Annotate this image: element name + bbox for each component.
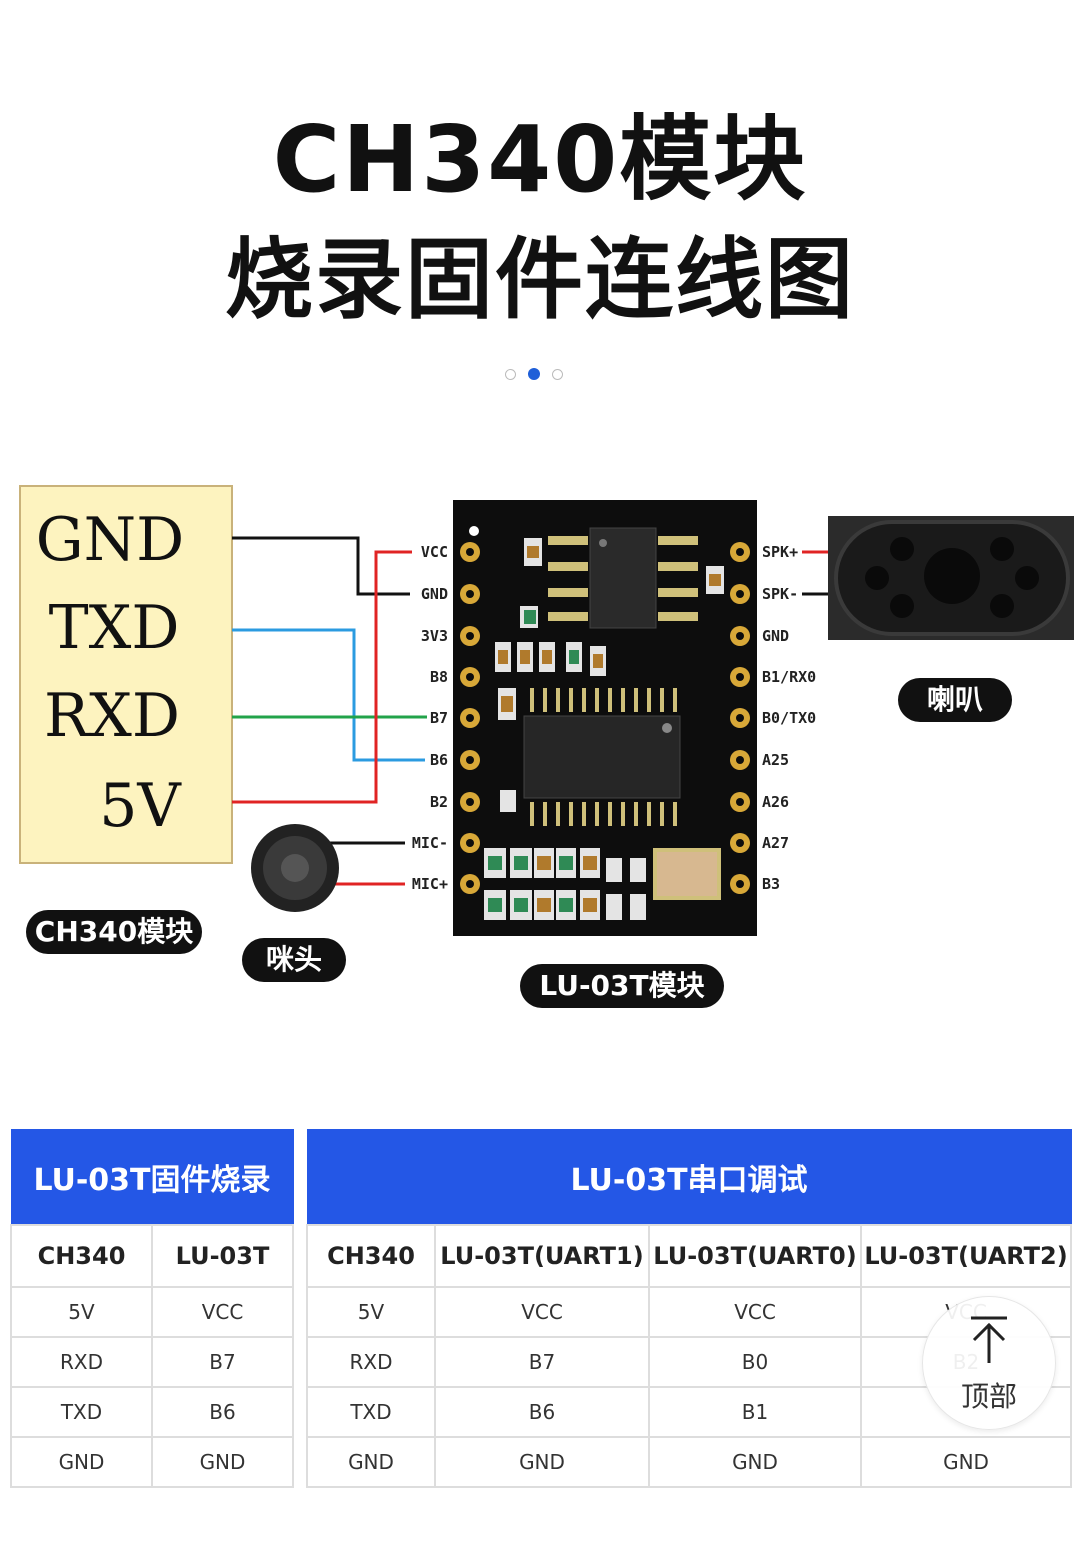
wiring-diagram: GND TXD RXD 5V — [19, 485, 1074, 936]
pin-label-b3: B3 — [762, 875, 780, 893]
table-row: RXD B7 B0 B2 — [306, 1336, 1073, 1388]
pin-label-a25: A25 — [762, 751, 789, 769]
ch340-pin-gnd: GND — [36, 505, 185, 575]
table-cell: RXD — [10, 1336, 153, 1388]
pin-label-a27: A27 — [762, 834, 789, 852]
table-cell: GND — [151, 1436, 294, 1488]
carousel-indicator[interactable] — [505, 366, 563, 382]
pin-label-spk-minus: SPK- — [762, 585, 798, 603]
lu03t-board — [453, 500, 757, 936]
back-to-top-label: 顶部 — [960, 1380, 1017, 1413]
table-cell: B6 — [151, 1386, 294, 1438]
arrow-up-icon — [971, 1316, 1007, 1363]
table-cell: GND — [434, 1436, 650, 1488]
table-row: RXD B7 — [10, 1336, 294, 1388]
table-debug-header: LU-03T串口调试 — [306, 1129, 1072, 1226]
table-row: TXD B6 — [10, 1386, 294, 1438]
table-cell: B6 — [434, 1386, 650, 1438]
pin-label-mic-minus: MIC- — [412, 834, 448, 852]
pin-label-gnd-right: GND — [762, 627, 789, 645]
page-title-line2: 烧录固件连线图 — [224, 228, 855, 331]
table-debug-col-uart1: LU-03T(UART1) — [434, 1224, 650, 1288]
table-cell: GND — [648, 1436, 862, 1488]
ch340-module-box — [19, 485, 233, 864]
table-cell: GND — [859, 1436, 1073, 1488]
table-debug-col-ch340: CH340 — [306, 1224, 436, 1288]
table-cell: 5V — [306, 1286, 436, 1338]
label-mic: 咪头 — [242, 938, 346, 982]
label-speaker: 喇叭 — [898, 678, 1012, 722]
table-cell: VCC — [434, 1286, 650, 1338]
ch340-pin-5v: 5V — [99, 771, 182, 841]
label-lu03t-module: LU-03T模块 — [520, 964, 724, 1008]
ch340-pin-rxd: RXD — [44, 681, 180, 751]
pin-label-spk-plus: SPK+ — [762, 543, 798, 561]
back-to-top-button[interactable]: 顶部 — [922, 1296, 1056, 1430]
table-cell: GND — [306, 1436, 436, 1488]
microphone-icon — [251, 824, 339, 912]
ch340-pin-txd: TXD — [49, 593, 180, 663]
table-row: GND GND — [10, 1436, 294, 1488]
pin-label-b7: B7 — [430, 709, 448, 727]
table-debug-col-uart2: LU-03T(UART2) — [859, 1224, 1073, 1288]
table-flash-header: LU-03T固件烧录 — [10, 1129, 294, 1226]
table-row: 5V VCC — [10, 1286, 294, 1338]
table-row: GND GND GND GND — [306, 1436, 1073, 1488]
pin-label-b8: B8 — [430, 668, 448, 686]
table-cell: TXD — [306, 1386, 436, 1438]
table-cell: VCC — [151, 1286, 294, 1338]
pin-label-vcc: VCC — [421, 543, 448, 561]
page-title-line1: CH340模块 — [272, 106, 808, 213]
table-cell: TXD — [10, 1386, 153, 1438]
table-cell: B0 — [648, 1336, 862, 1388]
table-cell: B1 — [648, 1386, 862, 1438]
table-cell: VCC — [648, 1286, 862, 1338]
pin-label-b0-tx0: B0/TX0 — [762, 709, 816, 727]
pin-label-3v3: 3V3 — [421, 627, 448, 645]
pin-label-b1-rx0: B1/RX0 — [762, 668, 816, 686]
table-firmware-flash: LU-03T固件烧录 CH340 LU-03T 5V VCC RXD B7 TX… — [10, 1129, 294, 1488]
pin-label-b2: B2 — [430, 793, 448, 811]
carousel-dot-1[interactable] — [505, 368, 516, 380]
speaker-icon — [828, 516, 1074, 640]
pin-label-a26: A26 — [762, 793, 789, 811]
pin-label-b6: B6 — [430, 751, 448, 769]
table-cell: B7 — [434, 1336, 650, 1388]
wire-txd — [232, 628, 425, 762]
carousel-dot-2[interactable] — [528, 368, 540, 380]
table-debug-col-uart0: LU-03T(UART0) — [648, 1224, 862, 1288]
table-flash-col-lu03t: LU-03T — [151, 1224, 294, 1288]
table-cell: B7 — [151, 1336, 294, 1388]
wire-gnd — [232, 536, 410, 596]
table-cell: 5V — [10, 1286, 153, 1338]
table-row: TXD B6 B1 — [306, 1386, 1073, 1438]
pin-label-gnd-left: GND — [421, 585, 448, 603]
table-flash-col-ch340: CH340 — [10, 1224, 153, 1288]
pin-label-mic-plus: MIC+ — [412, 875, 448, 893]
carousel-dot-3[interactable] — [552, 368, 563, 380]
wire-vcc — [232, 550, 412, 804]
table-serial-debug: LU-03T串口调试 CH340 LU-03T(UART1) LU-03T(UA… — [306, 1129, 1073, 1488]
table-cell: GND — [10, 1436, 153, 1488]
label-ch340-module: CH340模块 — [26, 910, 202, 954]
table-cell: RXD — [306, 1336, 436, 1388]
